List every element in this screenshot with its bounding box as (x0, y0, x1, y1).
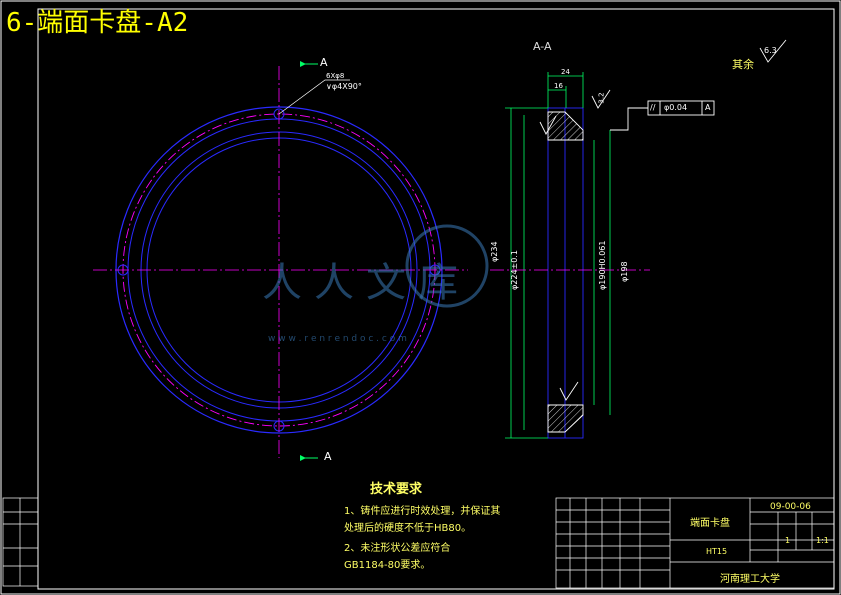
title-block-drawing-no: 09-00-06 (770, 502, 811, 512)
section-body (547, 107, 584, 439)
tech-req-line3: 2、未注形状公差应符合 (344, 543, 451, 554)
cut-arrowhead-bottom (300, 455, 306, 461)
tolerance-datum: A (705, 103, 711, 112)
dim-width-24: 24 (561, 68, 570, 76)
roughness-symbol-left (539, 115, 557, 135)
tech-req-line2: 处理后的硬度不低于HB80。 (344, 523, 472, 534)
front-view (93, 61, 468, 461)
hole-note-count: 6Xφ8 (326, 72, 345, 80)
roughness-symbol-rest (759, 39, 787, 63)
dim-d198: φ198 (620, 261, 629, 282)
section-view (490, 39, 787, 439)
section-label: A-A (533, 40, 552, 53)
dim-roughness-32: 3.2 (597, 92, 606, 104)
dim-width-16: 16 (554, 82, 563, 90)
dim-d234: φ234 (490, 241, 499, 262)
dim-d190: φ190H0.061 (598, 240, 607, 290)
title-block-school: 河南理工大学 (720, 574, 780, 585)
tech-req-line4: GB1184-80要求。 (344, 560, 431, 571)
tech-req-line1: 1、铸件应进行时效处理，并保证其 (344, 506, 501, 517)
title-block-qty: 1 (785, 536, 791, 545)
hole-leader (278, 79, 350, 115)
section-dimensions (505, 72, 611, 439)
roughness-symbol-top (591, 89, 611, 109)
roughness-symbol-bottom (559, 381, 579, 401)
drawing-title: 6-端面卡盘-A2 (6, 8, 189, 38)
title-block-part-name: 端面卡盘 (690, 518, 730, 529)
hatch-top (547, 111, 584, 141)
title-block-scale: 1:1 (816, 536, 829, 545)
side-stamp-boxes (2, 497, 39, 587)
roughness-rest-label: 其余 (732, 58, 754, 71)
tech-req-heading: 技术要求 (370, 482, 423, 497)
title-block-material: HT15 (706, 547, 728, 556)
hole-note-chamfer: ∨φ4X90° (326, 82, 362, 91)
roughness-rest-value: 6.3 (764, 46, 777, 55)
cut-mark-top: A (320, 56, 328, 69)
dim-d224: φ224±0.1 (510, 250, 519, 290)
watermark-url: w w w . r e n r e n d o c . c o m (268, 334, 407, 344)
cut-arrowhead-top (300, 61, 306, 67)
tolerance-leader (610, 107, 648, 131)
hatch-bottom (547, 404, 584, 433)
watermark (405, 224, 489, 308)
tolerance-value: φ0.04 (664, 103, 688, 112)
cut-mark-bottom: A (324, 450, 332, 463)
title-block (555, 497, 835, 589)
inner-border (37, 8, 835, 590)
tolerance-symbol: // (650, 103, 656, 112)
watermark-text: 人人文库 (262, 260, 470, 306)
